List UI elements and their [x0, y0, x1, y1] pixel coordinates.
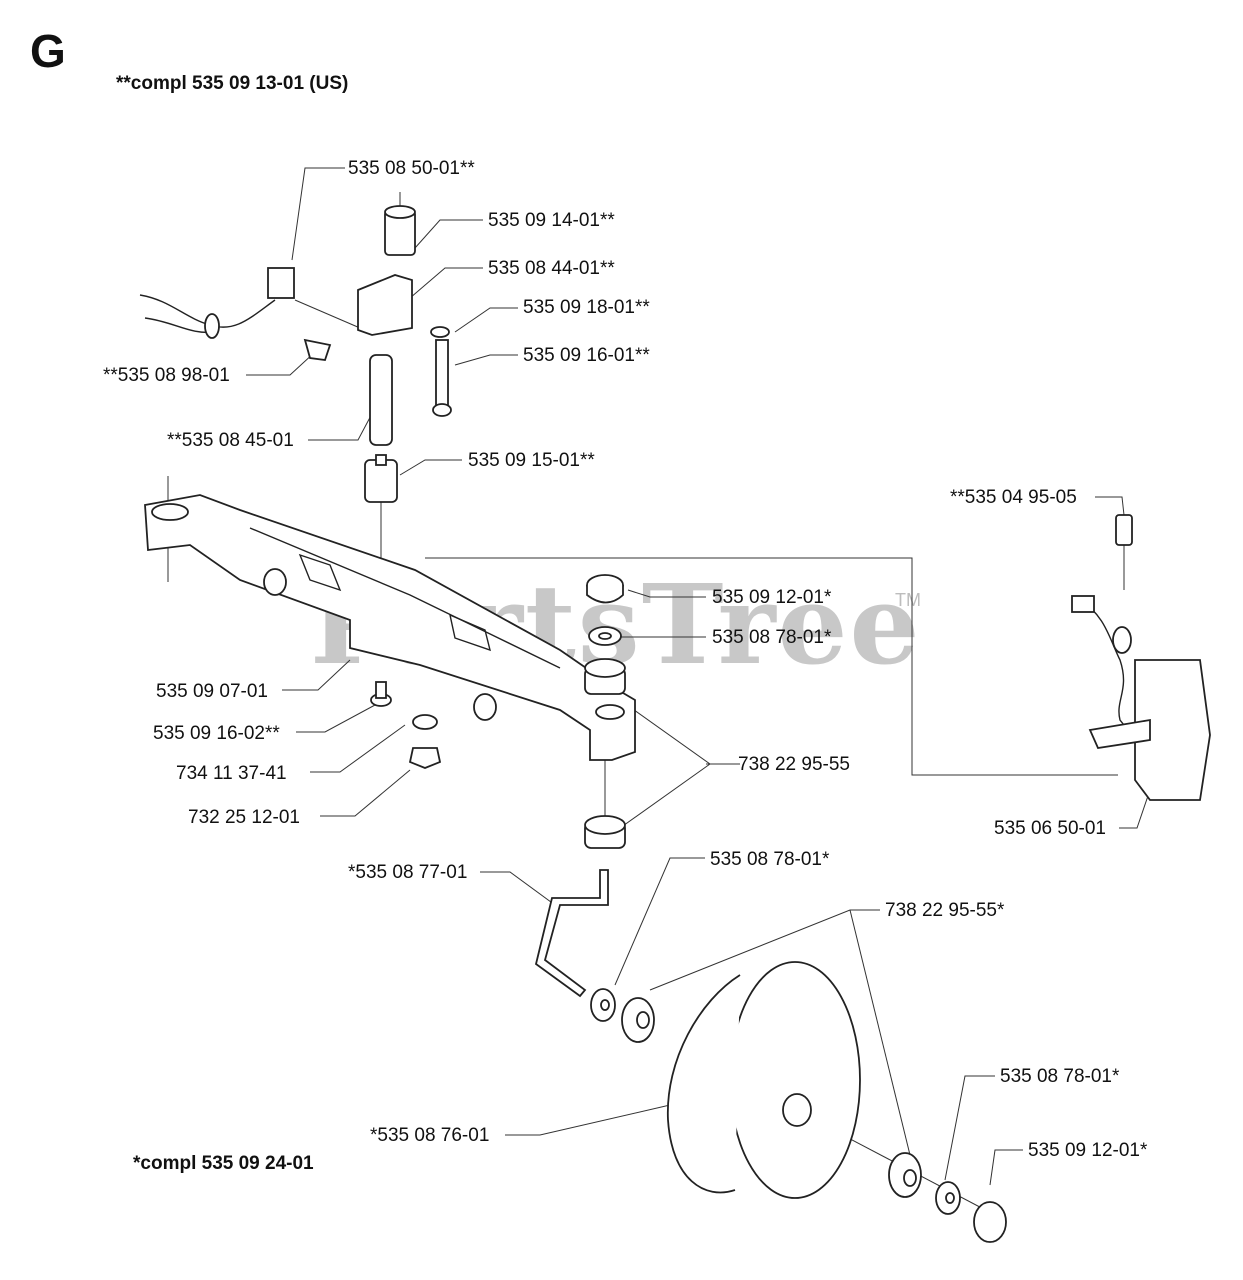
part-arm	[144, 494, 636, 761]
part-axle	[534, 869, 609, 998]
part-label[interactable]: 535 09 07-01	[156, 681, 268, 702]
part-bearing-bottom	[584, 815, 626, 849]
part-bolt	[432, 339, 452, 417]
part-sensor-screw	[1115, 514, 1133, 546]
part-sensor	[1071, 595, 1211, 801]
part-spacer-top	[384, 205, 416, 256]
part-washer-bottom	[412, 714, 438, 730]
part-clip	[303, 338, 332, 361]
part-label[interactable]: 734 11 37-41	[176, 763, 287, 784]
part-bearing-top	[584, 658, 626, 695]
part-spacer-mid	[364, 454, 398, 503]
part-cap-wheel	[973, 1201, 1007, 1243]
part-label[interactable]: 535 09 16-02**	[153, 723, 280, 744]
part-label[interactable]: 535 06 50-01	[994, 818, 1106, 839]
section-letter: G	[30, 25, 66, 77]
part-label[interactable]: 535 09 15-01**	[468, 450, 595, 471]
leader-lines	[167, 167, 1151, 1216]
part-label[interactable]: *535 08 76-01	[370, 1125, 490, 1146]
part-bearing-wheel-right	[888, 1152, 922, 1198]
part-label[interactable]: 535 09 16-01**	[523, 345, 650, 366]
part-label[interactable]: 535 08 50-01**	[348, 158, 475, 179]
part-cap-top	[586, 574, 624, 604]
part-bearing-wheel-left	[621, 997, 655, 1043]
part-washer-top	[588, 626, 622, 646]
watermark-tm: TM	[895, 590, 921, 610]
part-label[interactable]: **535 08 98-01	[103, 365, 230, 386]
part-label[interactable]: 535 09 12-01*	[1028, 1140, 1148, 1161]
part-label[interactable]: 738 22 95-55*	[885, 900, 1005, 921]
part-shaft	[369, 354, 393, 446]
part-label[interactable]: 535 08 78-01*	[1000, 1066, 1120, 1087]
part-bracket	[357, 274, 450, 338]
assembly-note-bottom: *compl 535 09 24-01	[133, 1153, 314, 1174]
part-label[interactable]: 535 08 44-01**	[488, 258, 615, 279]
part-wheel	[667, 961, 861, 1199]
part-label[interactable]: 535 08 78-01*	[712, 627, 832, 648]
part-screw-bottom	[370, 681, 392, 707]
part-label[interactable]: *535 08 77-01	[348, 862, 468, 883]
part-label[interactable]: 535 09 18-01**	[523, 297, 650, 318]
part-washer-wheel-left	[590, 988, 616, 1022]
part-label[interactable]: 535 08 78-01*	[710, 849, 830, 870]
part-label[interactable]: 738 22 95-55	[738, 754, 850, 775]
part-label[interactable]: 535 09 12-01*	[712, 587, 832, 608]
part-washer-wheel-right	[935, 1181, 961, 1215]
part-wiring-harness	[139, 267, 361, 339]
part-label[interactable]: **535 04 95-05	[950, 487, 1077, 508]
part-nut	[408, 747, 442, 769]
part-label[interactable]: **535 08 45-01	[167, 430, 294, 451]
part-label[interactable]: 535 09 14-01**	[488, 210, 615, 231]
assembly-note-top: **compl 535 09 13-01 (US)	[116, 73, 349, 94]
part-label[interactable]: 732 25 12-01	[188, 807, 300, 828]
